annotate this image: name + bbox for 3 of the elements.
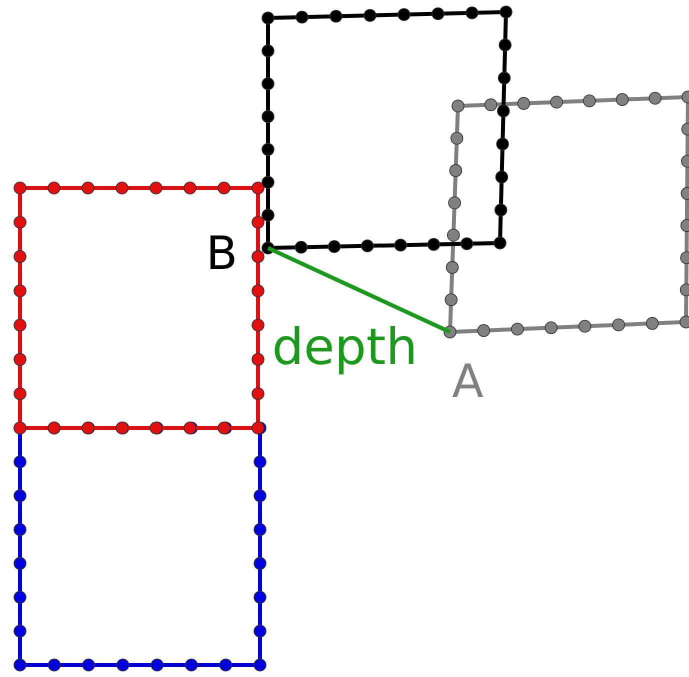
point-label: A	[452, 358, 484, 404]
point-label: depth	[272, 322, 418, 372]
point-label: B	[206, 230, 238, 276]
